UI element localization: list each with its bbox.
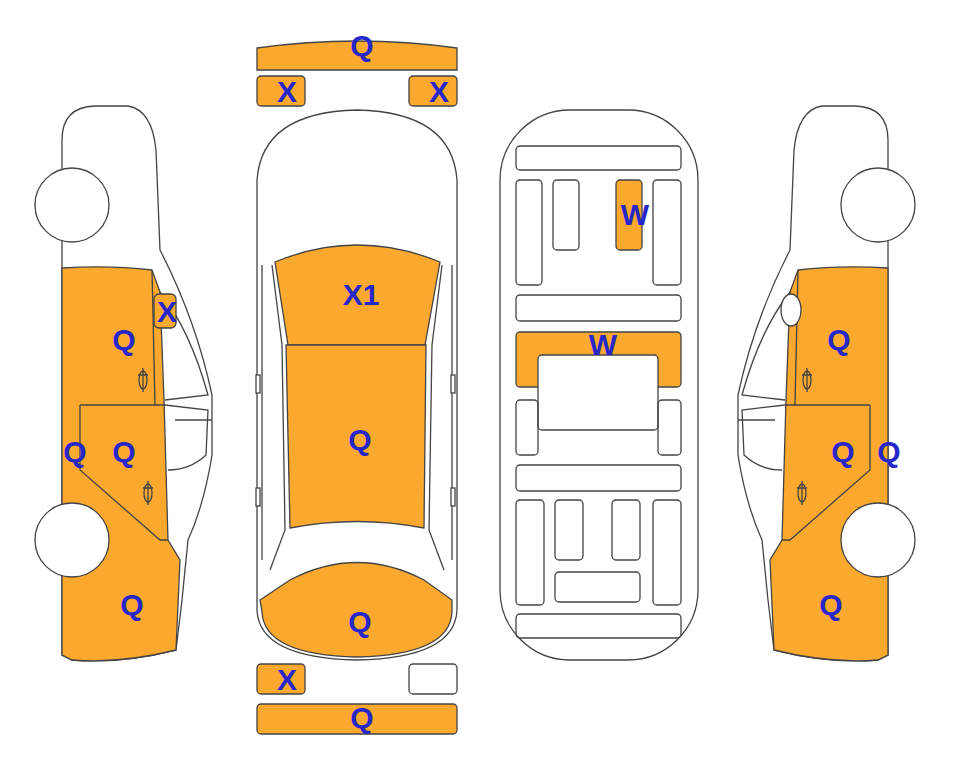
damage-code: Q	[63, 437, 86, 467]
damage-code: X	[157, 297, 177, 327]
damage-code: Q	[350, 31, 373, 61]
damage-code: Q	[112, 325, 135, 355]
damage-code: Q	[348, 607, 371, 637]
damage-code: X1	[343, 280, 380, 310]
damage-code: Q	[350, 703, 373, 733]
damage-code: W	[589, 330, 617, 360]
damage-code: X	[277, 665, 297, 695]
damage-code: Q	[112, 437, 135, 467]
damage-code: Q	[348, 425, 371, 455]
damage-code: W	[621, 200, 649, 230]
damage-code: Q	[831, 437, 854, 467]
damage-code: X	[277, 77, 297, 107]
damage-code: Q	[827, 325, 850, 355]
damage-code: Q	[819, 590, 842, 620]
damage-code: X	[429, 77, 449, 107]
damage-code: Q	[120, 590, 143, 620]
damage-code: Q	[877, 437, 900, 467]
